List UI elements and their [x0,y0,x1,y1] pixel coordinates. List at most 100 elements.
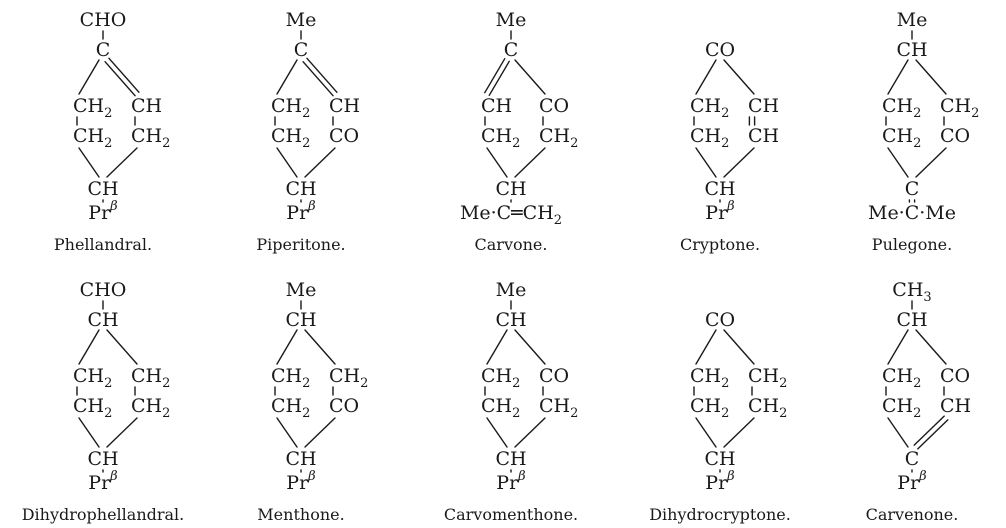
atom-label: CH [495,178,526,200]
atom-label: CH [495,309,526,331]
atom-label: CH2 [73,95,112,121]
atom-label: CH2 [539,395,578,421]
atom-label: CHO [80,9,127,31]
atom-label: Prβ [286,469,315,494]
atom-label: CH2 [481,395,520,421]
atom-label: CO [705,39,735,61]
atom-label: C [905,178,920,200]
atom-label: CH [495,448,526,470]
atom-label: CH [131,95,162,117]
atom-label: CH2 [882,395,921,421]
compound-name: Menthone. [257,505,344,524]
atom-label: CH [285,178,316,200]
compound-name: Carvomenthone. [444,505,578,524]
bond-line [78,59,100,95]
atom-label: Prβ [897,469,926,494]
compound-name: Cryptone. [680,235,760,254]
compound-name: Phellandral. [54,235,152,254]
atom-label: Prβ [705,199,734,224]
bond-line-second [306,57,338,93]
atom-label: CH2 [690,395,729,421]
atom-label: Prβ [88,199,117,224]
atom-label: CO [940,125,970,147]
atom-label: CH2 [481,125,520,151]
bond-line [484,57,506,94]
atom-label: C [504,39,519,61]
atom-label: CH2 [131,365,170,391]
atom-label: CH2 [73,365,112,391]
bond-line-second [108,57,140,93]
atom-label: CH2 [73,125,112,151]
atom-label: CH2 [748,395,787,421]
atom-label: Me [496,9,527,31]
atom-label: CH2 [690,95,729,121]
bond-line [486,329,508,365]
compound-name: Dihydrocryptone. [649,505,791,524]
atom-label: C [96,39,111,61]
bond-line-second [488,60,510,97]
atom-label: CH2 [329,365,368,391]
compound-name: Carvenone. [866,505,959,524]
compound-name: Pulegone. [872,235,952,254]
atom-label: CH2 [539,125,578,151]
atom-label: Prβ [705,469,734,494]
bond-line [514,59,546,95]
atom-label: CH3 [892,279,931,305]
atom-label: CH [896,309,927,331]
atom-label: Me [286,9,317,31]
atom-label: CH2 [940,95,979,121]
atom-label: CH2 [690,125,729,151]
atom-label: CH2 [882,365,921,391]
atom-label: Prβ [286,199,315,224]
bond-line [106,417,138,448]
atom-label: CO [940,365,970,387]
atom-label: CH [704,448,735,470]
atom-label: CH2 [131,125,170,151]
bond-line [695,329,717,365]
atom-label: CH [87,448,118,470]
atom-label: CH [748,95,779,117]
compound-name: Carvone. [475,235,548,254]
bond-line [723,329,755,365]
atom-label: CH2 [73,395,112,421]
atom-label: Me·C·Me [868,202,956,224]
atom-label: CO [329,125,359,147]
bond-line [486,417,508,448]
atom-label: CH [481,95,512,117]
atom-label: CH [329,95,360,117]
atom-label: C [905,448,920,470]
compound-name: Piperitone. [256,235,345,254]
bond-line [304,147,336,178]
bond-line [276,59,298,95]
atom-label: CH [704,178,735,200]
bond-line [514,417,546,448]
bond-line [695,147,717,178]
bond-line [887,147,909,178]
bond-line [723,147,755,178]
bond-line [695,417,717,448]
bond-line [887,59,909,95]
atom-label: CHO [80,279,127,301]
bond-line [302,61,334,97]
bond-line [887,329,909,365]
atom-label: CH2 [481,365,520,391]
bond-line [723,417,755,448]
atom-label: Prβ [88,469,117,494]
atom-label: CH2 [882,125,921,151]
bond-line [915,329,947,365]
atom-label: CH2 [271,365,310,391]
bond-line [276,329,298,365]
bond-line [915,147,947,178]
atom-label: Me·C═CH2 [460,202,562,228]
atom-label: CH2 [131,395,170,421]
atom-label: CH2 [271,395,310,421]
atom-label: CO [329,395,359,417]
